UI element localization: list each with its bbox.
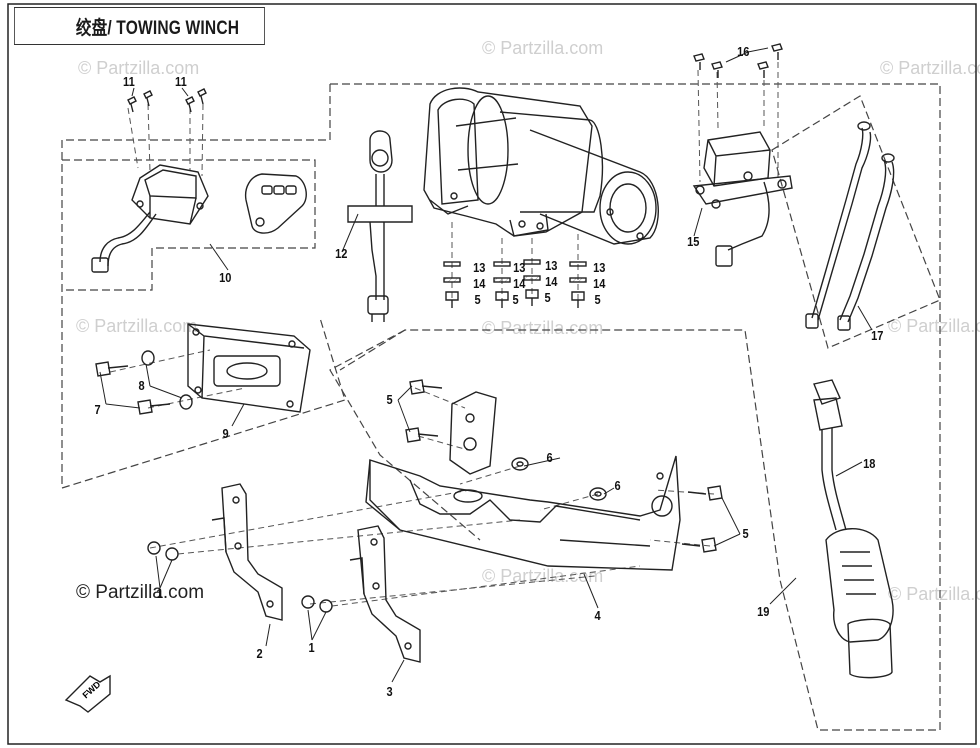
- contactor-part-15: [692, 131, 793, 267]
- callout-13: 13: [545, 258, 558, 273]
- callout-8: 8: [138, 378, 145, 393]
- callout-14: 14: [473, 276, 486, 291]
- assembly-lines: [109, 52, 779, 607]
- callout-5: 5: [474, 292, 481, 307]
- watermark-text: © Partzilla.com: [482, 318, 604, 338]
- callout-14: 14: [593, 276, 606, 291]
- callout-13: 13: [593, 260, 606, 275]
- callout-19: 19: [757, 604, 770, 619]
- callout-13: 13: [513, 260, 526, 275]
- callout-9: 9: [222, 426, 229, 441]
- callout-5: 5: [544, 290, 551, 305]
- callout-16: 16: [737, 44, 750, 59]
- callout-14: 14: [545, 274, 558, 289]
- callout-7: 7: [94, 402, 101, 417]
- callout-14: 14: [513, 276, 526, 291]
- callout-17: 17: [871, 328, 884, 343]
- watermark-text: © Partzilla.com: [888, 316, 980, 336]
- remote-cable-part-18: [813, 379, 847, 531]
- assembly-boundaries: [61, 83, 941, 731]
- mounting-plate-part-4: [365, 391, 681, 571]
- watermark-main: © Partzilla.com: [76, 582, 205, 603]
- callout-15: 15: [687, 234, 700, 249]
- callout-leaders: [99, 47, 873, 683]
- wireless-receiver-part-10: [91, 164, 209, 273]
- fairlead-bolts-part-7: [95, 361, 171, 415]
- callout-5: 5: [594, 292, 601, 307]
- roller-fairlead-part-9: [187, 323, 311, 413]
- callout-12: 12: [335, 246, 348, 261]
- screws-part-11: [127, 88, 207, 113]
- callout-3: 3: [386, 684, 393, 699]
- plate-bolts-part-5: [405, 379, 723, 553]
- callout-5: 5: [512, 292, 519, 307]
- parts: [64, 43, 895, 713]
- diagram-title-text: 绞盘/ TOWING WINCH: [75, 17, 240, 39]
- screws-part-16: [693, 43, 783, 78]
- winch-assembly: [423, 87, 659, 245]
- callout-11: 11: [123, 74, 135, 89]
- cables-part-17: [805, 121, 895, 331]
- page-frame: [7, 3, 977, 745]
- bracket-part-3: [349, 525, 421, 663]
- watermark-text: © Partzilla.com: [482, 38, 604, 58]
- bracket-part-2: [211, 483, 283, 621]
- nuts-part-6: [511, 457, 607, 501]
- fairlead-washers-part-8: [141, 350, 193, 410]
- watermark-text: © Partzilla.com: [76, 316, 198, 336]
- remote-fob-part-10: [244, 173, 307, 234]
- watermark-text: © Partzilla.com: [482, 566, 604, 586]
- callout-5: 5: [386, 392, 393, 407]
- callout-6: 6: [614, 478, 621, 493]
- watermark-text: © Partzilla.com: [880, 58, 980, 78]
- callout-6: 6: [546, 450, 553, 465]
- winch-mount-fasteners: [443, 259, 587, 308]
- forward-direction-arrow: [64, 674, 111, 713]
- callout-2: 2: [256, 646, 263, 661]
- callout-1: 1: [308, 640, 315, 655]
- callout-1: 1: [156, 586, 163, 601]
- callout-10: 10: [219, 270, 232, 285]
- watermark-text: © Partzilla.com: [78, 58, 200, 78]
- callout-5: 5: [742, 526, 749, 541]
- callout-4: 4: [594, 608, 601, 623]
- callout-18: 18: [863, 456, 876, 471]
- callout-11: 11: [175, 74, 187, 89]
- hand-controller-part-19: [825, 528, 894, 679]
- switch-part-12: [347, 130, 413, 322]
- diagram-title: 绞盘/ TOWING WINCH: [14, 7, 265, 45]
- callout-13: 13: [473, 260, 486, 275]
- watermark-text: © Partzilla.com: [888, 584, 980, 604]
